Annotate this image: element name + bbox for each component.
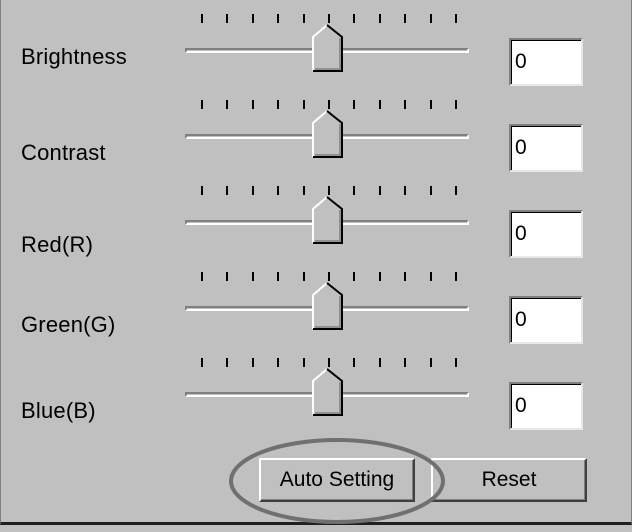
slider-tick-mark [328,272,330,281]
slider-tick-mark [328,100,330,109]
slider-tick-mark [252,14,254,23]
blue-slider-ticks [201,358,457,368]
slider-tick-mark [226,358,228,367]
slider-tick-mark [201,100,203,109]
contrast-slider-ticks [201,100,457,110]
slider-tick-mark [455,272,457,281]
brightness-row: Brightness 0 [1,14,631,102]
brightness-slider[interactable] [185,14,471,84]
slider-tick-mark [379,186,381,195]
red-value-field[interactable]: 0 [509,210,583,258]
red-slider[interactable] [185,186,471,256]
green-slider[interactable] [185,272,471,342]
slider-tick-mark [353,358,355,367]
slider-tick-mark [404,100,406,109]
slider-tick-mark [252,186,254,195]
slider-tick-mark [379,100,381,109]
slider-tick-mark [303,358,305,367]
green-row: Green(G) 0 [1,272,631,360]
slider-tick-mark [226,100,228,109]
slider-tick-mark [379,14,381,23]
slider-tick-mark [379,358,381,367]
reset-button[interactable]: Reset [431,458,587,502]
slider-tick-mark [455,358,457,367]
slider-tick-mark [404,272,406,281]
contrast-value-field[interactable]: 0 [509,124,583,172]
slider-tick-mark [353,100,355,109]
contrast-row: Contrast 0 [1,100,631,188]
red-row: Red(R) 0 [1,186,631,274]
contrast-slider-thumb-icon[interactable] [312,110,344,158]
blue-label: Blue(B) [21,398,96,423]
green-slider-thumb-icon[interactable] [312,282,344,330]
blue-row: Blue(B) 0 [1,358,631,446]
slider-tick-mark [328,14,330,23]
slider-tick-mark [404,358,406,367]
brightness-label: Brightness [21,44,127,69]
slider-tick-mark [430,358,432,367]
slider-tick-mark [430,100,432,109]
green-value-field[interactable]: 0 [509,296,583,344]
slider-tick-mark [404,14,406,23]
red-slider-ticks [201,186,457,196]
slider-tick-mark [277,14,279,23]
slider-tick-mark [455,186,457,195]
slider-tick-mark [353,14,355,23]
slider-tick-mark [226,272,228,281]
brightness-slider-ticks [201,14,457,24]
slider-tick-mark [430,272,432,281]
slider-tick-mark [303,272,305,281]
blue-slider-thumb-icon[interactable] [312,368,344,416]
blue-value-field[interactable]: 0 [509,382,583,430]
red-label: Red(R) [21,232,94,257]
slider-tick-mark [277,100,279,109]
slider-tick-mark [226,14,228,23]
auto-setting-button[interactable]: Auto Setting [259,458,415,502]
slider-tick-mark [430,14,432,23]
slider-tick-mark [328,358,330,367]
slider-tick-mark [455,14,457,23]
slider-tick-mark [353,186,355,195]
red-slider-thumb-icon[interactable] [312,196,344,244]
contrast-label: Contrast [21,140,106,165]
slider-tick-mark [252,100,254,109]
blue-slider[interactable] [185,358,471,428]
auto-setting-highlight-ring [229,438,445,524]
brightness-value-field[interactable]: 0 [509,38,583,86]
slider-tick-mark [430,186,432,195]
green-label: Green(G) [21,312,116,337]
slider-tick-mark [455,100,457,109]
slider-tick-mark [277,358,279,367]
slider-tick-mark [353,272,355,281]
contrast-slider[interactable] [185,100,471,170]
slider-tick-mark [328,186,330,195]
slider-tick-mark [226,186,228,195]
slider-tick-mark [277,272,279,281]
slider-tick-mark [379,272,381,281]
slider-tick-mark [303,186,305,195]
slider-tick-mark [252,272,254,281]
brightness-slider-thumb-icon[interactable] [312,24,344,72]
slider-tick-mark [303,100,305,109]
slider-tick-mark [252,358,254,367]
slider-tick-mark [277,186,279,195]
green-slider-ticks [201,272,457,282]
slider-tick-mark [201,14,203,23]
slider-tick-mark [404,186,406,195]
slider-tick-mark [201,358,203,367]
slider-tick-mark [201,272,203,281]
slider-tick-mark [303,14,305,23]
slider-tick-mark [201,186,203,195]
